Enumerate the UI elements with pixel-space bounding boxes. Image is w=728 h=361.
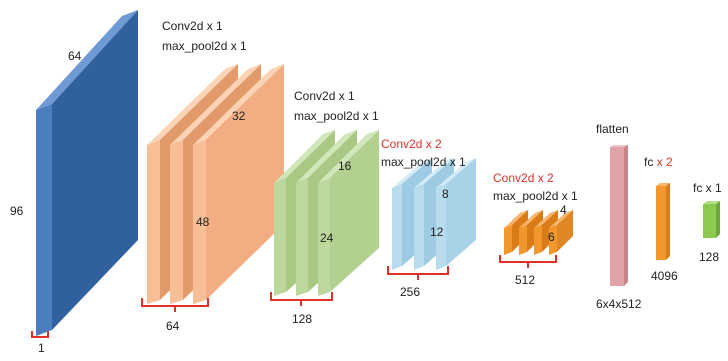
block1-channel-bracket <box>141 298 209 312</box>
block4-channel-bracket <box>499 255 557 268</box>
block2-op1-label: Conv2d x 1 <box>294 89 355 103</box>
block3-slabs <box>392 158 476 270</box>
fc2-size-label: 128 <box>699 250 719 264</box>
block1-slabs <box>147 64 284 304</box>
block3-channels-label: 256 <box>400 285 420 299</box>
block2-height-label: 24 <box>320 231 334 245</box>
block4-slab <box>549 210 573 255</box>
block4-slabs <box>504 210 573 255</box>
input-channels-label: 1 <box>38 341 45 355</box>
block4-op2-label: max_pool2d x 1 <box>493 189 578 203</box>
block4-width-label: 4 <box>560 203 567 217</box>
input-layer <box>36 10 138 336</box>
block3-slab <box>436 158 476 270</box>
fc1-label: fc x 2 <box>644 155 673 169</box>
fc1-bar <box>656 183 670 260</box>
block4-height-label: 6 <box>548 230 555 244</box>
block2-width-label: 16 <box>338 159 352 173</box>
input-width-label: 64 <box>68 49 82 63</box>
input-height-label: 96 <box>10 204 24 218</box>
block4-op1-label: Conv2d x 2 <box>493 171 554 185</box>
block2-channel-bracket <box>270 292 333 306</box>
block1-width-label: 32 <box>232 109 246 123</box>
input-front-face <box>36 104 52 336</box>
block4-channels-label: 512 <box>515 273 535 287</box>
block3-op2-label: max_pool2d x 1 <box>381 155 466 169</box>
fc1-label-suffix: x 2 <box>653 155 673 169</box>
input-channel-bracket <box>31 331 49 338</box>
block2-slabs <box>274 130 379 296</box>
block1-op2-label: max_pool2d x 1 <box>162 39 247 53</box>
block1-op1-label: Conv2d x 1 <box>162 19 223 33</box>
block1-height-label: 48 <box>196 215 210 229</box>
fc2-bar <box>703 201 720 238</box>
flatten-label: flatten <box>596 122 629 136</box>
input-top-face <box>36 10 138 110</box>
block3-op1-label: Conv2d x 2 <box>381 137 442 151</box>
fc1-size-label: 4096 <box>651 269 678 283</box>
fc2-label: fc x 1 <box>693 181 722 195</box>
block3-channel-bracket <box>387 266 449 280</box>
block2-channels-label: 128 <box>292 312 312 326</box>
block2-slab <box>318 130 379 296</box>
block3-height-label: 12 <box>430 225 444 239</box>
flatten-size-label: 6x4x512 <box>596 297 642 311</box>
input-side-face <box>52 10 138 330</box>
fc1-label-prefix: fc <box>644 155 653 169</box>
block2-op2-label: max_pool2d x 1 <box>294 109 379 123</box>
flatten-bar <box>610 145 628 286</box>
block3-width-label: 8 <box>442 187 449 201</box>
block1-slab <box>193 64 284 304</box>
block1-channels-label: 64 <box>166 319 180 333</box>
